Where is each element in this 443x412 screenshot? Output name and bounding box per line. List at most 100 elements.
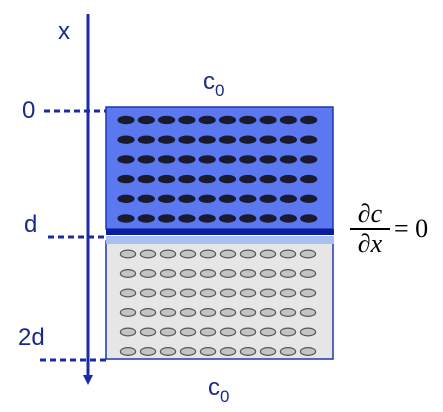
lower-particle (159, 308, 177, 318)
tick-label-0: 0 (22, 97, 36, 124)
upper-particle (218, 194, 237, 203)
lower-particle (259, 249, 277, 259)
lower-particle (119, 347, 137, 357)
lower-particle (259, 288, 277, 298)
lower-particle (179, 288, 197, 298)
upper-particle (158, 155, 176, 164)
lower-particle (279, 308, 297, 318)
upper-particle (198, 174, 216, 184)
bottom-boundary-concentration: c0 (208, 376, 229, 406)
upper-particle (259, 214, 277, 223)
upper-particle (279, 174, 297, 184)
lower-particle (239, 269, 257, 279)
upper-particles (117, 115, 318, 223)
lower-particle (139, 327, 157, 337)
upper-particle (239, 174, 257, 184)
upper-particle (300, 135, 318, 144)
upper-particle (117, 194, 135, 203)
lower-particle (279, 347, 297, 357)
upper-particle (279, 214, 297, 223)
equals-zero: = 0 (394, 213, 429, 243)
upper-particle (178, 194, 196, 203)
upper-particle (259, 155, 277, 164)
lower-particle (299, 327, 317, 337)
upper-particle (239, 135, 257, 144)
upper-particle (198, 214, 216, 223)
lower-particles (119, 249, 317, 357)
upper-particle (279, 155, 297, 164)
upper-particle (178, 135, 196, 144)
upper-particle (259, 135, 277, 144)
lower-particle (299, 308, 317, 318)
upper-particle (218, 214, 237, 223)
lower-particle (219, 249, 237, 259)
upper-particle (300, 174, 318, 184)
upper-particle (158, 115, 176, 125)
lower-particle (199, 327, 217, 337)
interface-line (106, 229, 334, 235)
lower-particle (299, 249, 317, 259)
lower-particle (179, 249, 197, 259)
upper-particle (259, 115, 277, 125)
upper-particle (300, 115, 318, 125)
lower-particle (179, 269, 197, 279)
lower-particle (199, 308, 217, 318)
upper-particle (218, 155, 237, 164)
lower-particle (299, 288, 317, 298)
upper-particle (137, 155, 155, 164)
upper-particle (117, 155, 135, 164)
lower-particle (259, 347, 277, 357)
upper-particle (117, 115, 135, 125)
upper-particle (218, 115, 237, 125)
upper-particle (239, 115, 257, 125)
lower-particle (239, 288, 257, 298)
lower-particle (119, 308, 137, 318)
upper-particle (239, 155, 257, 164)
upper-particle (178, 174, 196, 184)
upper-particle (198, 135, 216, 144)
lower-particle (139, 308, 157, 318)
upper-particle (117, 174, 135, 184)
axis-label: x (58, 18, 70, 45)
lower-particle (239, 347, 257, 357)
bottom-concentration-subscript: 0 (220, 387, 230, 406)
lower-particle (299, 347, 317, 357)
lower-particle (139, 249, 157, 259)
lower-particle (279, 249, 297, 259)
fraction-numerator: ∂c (357, 199, 383, 228)
upper-particle (198, 155, 216, 164)
lower-particle (179, 327, 197, 337)
tick-label-d: d (24, 211, 38, 238)
lower-particle (239, 327, 257, 337)
lower-particle (239, 249, 257, 259)
upper-particle (239, 214, 257, 223)
lower-particle (119, 327, 137, 337)
lower-particle (199, 249, 217, 259)
lower-particle (259, 308, 277, 318)
upper-particle (279, 135, 297, 144)
top-concentration-subscript: 0 (215, 81, 225, 100)
upper-particle (117, 214, 135, 223)
interface-condition: ∂c ∂x = 0 (350, 200, 428, 258)
lower-particle (199, 347, 217, 357)
upper-particle (117, 135, 135, 144)
upper-particle (259, 174, 277, 184)
lower-particle (219, 288, 237, 298)
lower-particle (179, 308, 197, 318)
upper-particle (178, 214, 196, 223)
top-concentration-symbol: c (203, 68, 215, 95)
lower-region (105, 240, 334, 360)
upper-particle (198, 115, 216, 125)
lower-particle (119, 269, 137, 279)
lower-particle (279, 269, 297, 279)
upper-particle (259, 194, 277, 203)
upper-particle (239, 194, 257, 203)
lower-particle (259, 269, 277, 279)
fraction-denominator: ∂x (357, 228, 383, 258)
lower-particle (139, 347, 157, 357)
upper-particle (218, 174, 237, 184)
lower-particle (219, 347, 237, 357)
lower-particle (159, 327, 177, 337)
upper-particle (158, 194, 176, 203)
lower-particle (159, 288, 177, 298)
